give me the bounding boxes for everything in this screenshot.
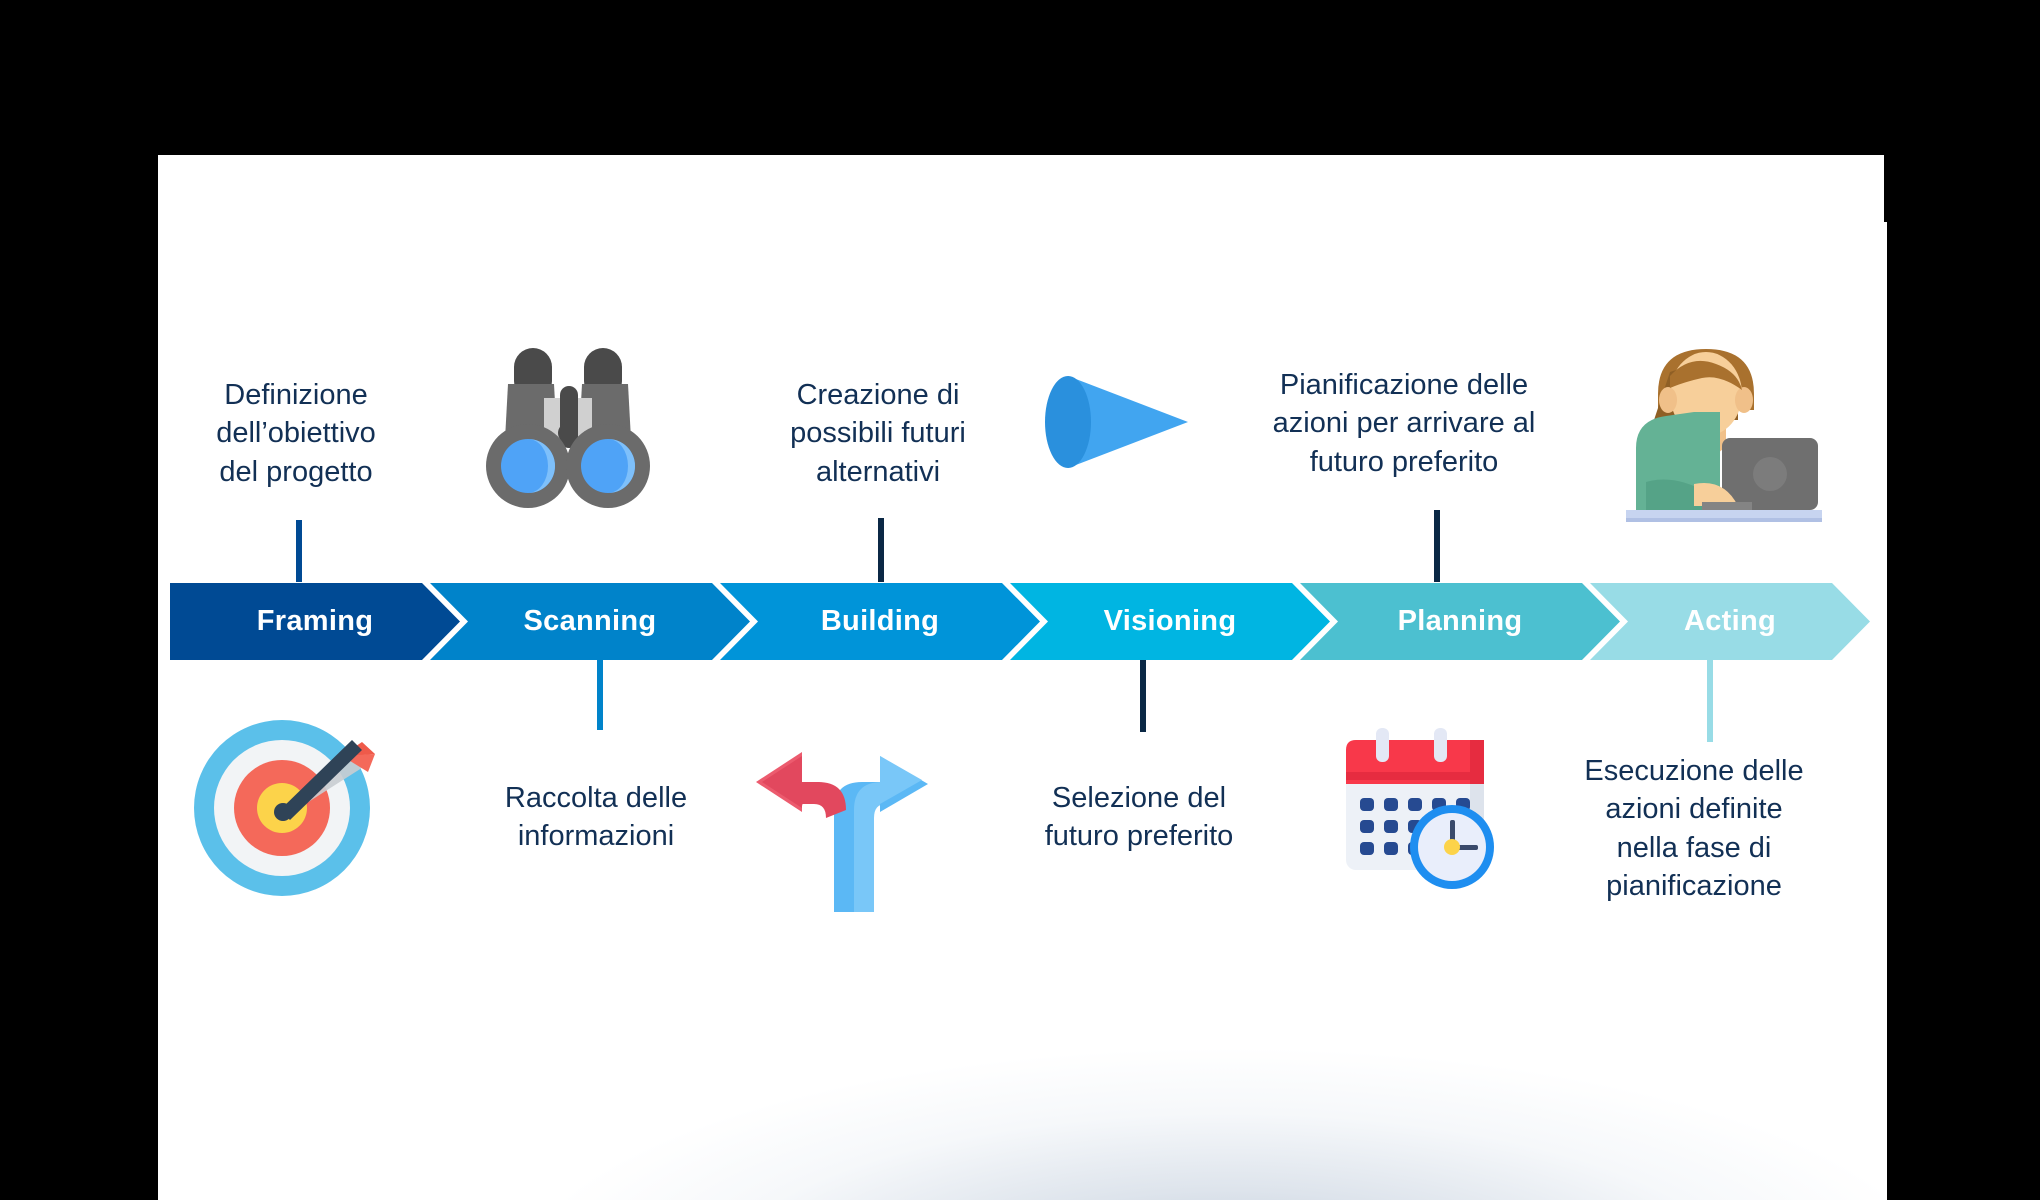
chevron-label-planning: Planning xyxy=(1397,605,1523,637)
chevron-label-scanning: Scanning xyxy=(523,605,657,637)
caption-visioning: Selezione del futuro preferito xyxy=(1044,782,1234,853)
connector-scanning xyxy=(597,660,603,730)
chevron-label-framing: Framing xyxy=(256,605,374,637)
connector-framing xyxy=(296,520,302,582)
caption-building: Creazione di possibili futuri alternativ… xyxy=(790,379,966,488)
slide-panel xyxy=(158,155,1884,1200)
chevron-acting[interactable]: Acting xyxy=(1590,583,1870,660)
chevron-framing[interactable]: Framing xyxy=(170,583,460,660)
chevron-label-acting: Acting xyxy=(1683,605,1776,637)
chevron-label-building: Building xyxy=(820,605,940,637)
connector-planning xyxy=(1434,510,1440,582)
chevron-scanning[interactable]: Scanning xyxy=(430,583,750,660)
caption-framing: Definizione dell’obiettivo del progetto xyxy=(216,379,376,488)
calendar-clock-icon xyxy=(1320,712,1510,897)
process-chevron-strip: Framing Scanning Building Visioning Plan… xyxy=(170,583,1870,660)
connector-visioning xyxy=(1140,660,1146,732)
caption-scanning: Raccolta delle informazioni xyxy=(504,782,688,853)
connector-building xyxy=(878,518,884,582)
connector-acting xyxy=(1707,660,1713,742)
fork-arrows-icon xyxy=(740,722,940,912)
chevron-building[interactable]: Building xyxy=(720,583,1040,660)
panel-edge-notch xyxy=(1884,222,1887,1200)
binoculars-icon xyxy=(468,338,668,518)
caption-planning: Pianificazione delle azioni per arrivare… xyxy=(1272,369,1536,478)
chevron-visioning[interactable]: Visioning xyxy=(1010,583,1330,660)
chevron-planning[interactable]: Planning xyxy=(1300,583,1620,660)
cone-beam-icon xyxy=(1028,360,1208,485)
caption-acting: Esecuzione delle azioni definite nella f… xyxy=(1584,755,1804,902)
chevron-label-visioning: Visioning xyxy=(1103,605,1237,637)
target-icon xyxy=(190,712,390,902)
person-laptop-icon xyxy=(1602,332,1822,522)
